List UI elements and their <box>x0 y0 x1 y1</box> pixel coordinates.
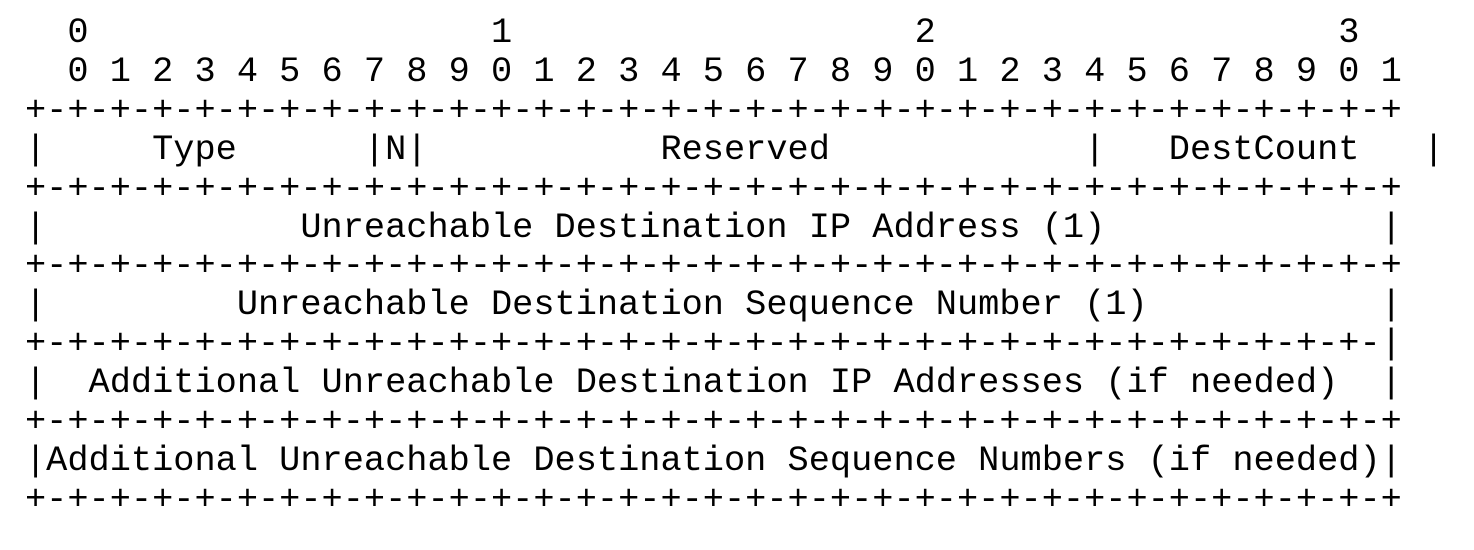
border-top: +-+-+-+-+-+-+-+-+-+-+-+-+-+-+-+-+-+-+-+-… <box>25 90 1402 131</box>
bit-ruler-tens: 0 1 2 3 <box>25 13 1360 53</box>
packet-format-diagram: 0 1 2 3 0 1 2 3 4 5 6 7 8 9 0 1 2 3 4 5 … <box>25 14 1444 520</box>
border-bottom: +-+-+-+-+-+-+-+-+-+-+-+-+-+-+-+-+-+-+-+-… <box>25 479 1402 520</box>
row-type-n-reserved-destcount: | Type |N| Reserved | DestCount | <box>25 129 1445 170</box>
row-unreachable-destination-ip-address: | Unreachable Destination IP Address (1)… <box>25 207 1402 248</box>
row-additional-ip-addresses: | Additional Unreachable Destination IP … <box>25 363 1402 404</box>
bit-ruler-ones: 0 1 2 3 4 5 6 7 8 9 0 1 2 3 4 5 6 7 8 9 … <box>25 51 1402 92</box>
border-2: +-+-+-+-+-+-+-+-+-+-+-+-+-+-+-+-+-+-+-+-… <box>25 246 1402 287</box>
row-unreachable-destination-sequence-number: | Unreachable Destination Sequence Numbe… <box>25 285 1402 326</box>
border-3: +-+-+-+-+-+-+-+-+-+-+-+-+-+-+-+-+-+-+-+-… <box>25 324 1402 365</box>
row-additional-sequence-numbers: |Additional Unreachable Destination Sequ… <box>25 440 1402 481</box>
border-4: +-+-+-+-+-+-+-+-+-+-+-+-+-+-+-+-+-+-+-+-… <box>25 402 1402 443</box>
border-1: +-+-+-+-+-+-+-+-+-+-+-+-+-+-+-+-+-+-+-+-… <box>25 168 1402 209</box>
